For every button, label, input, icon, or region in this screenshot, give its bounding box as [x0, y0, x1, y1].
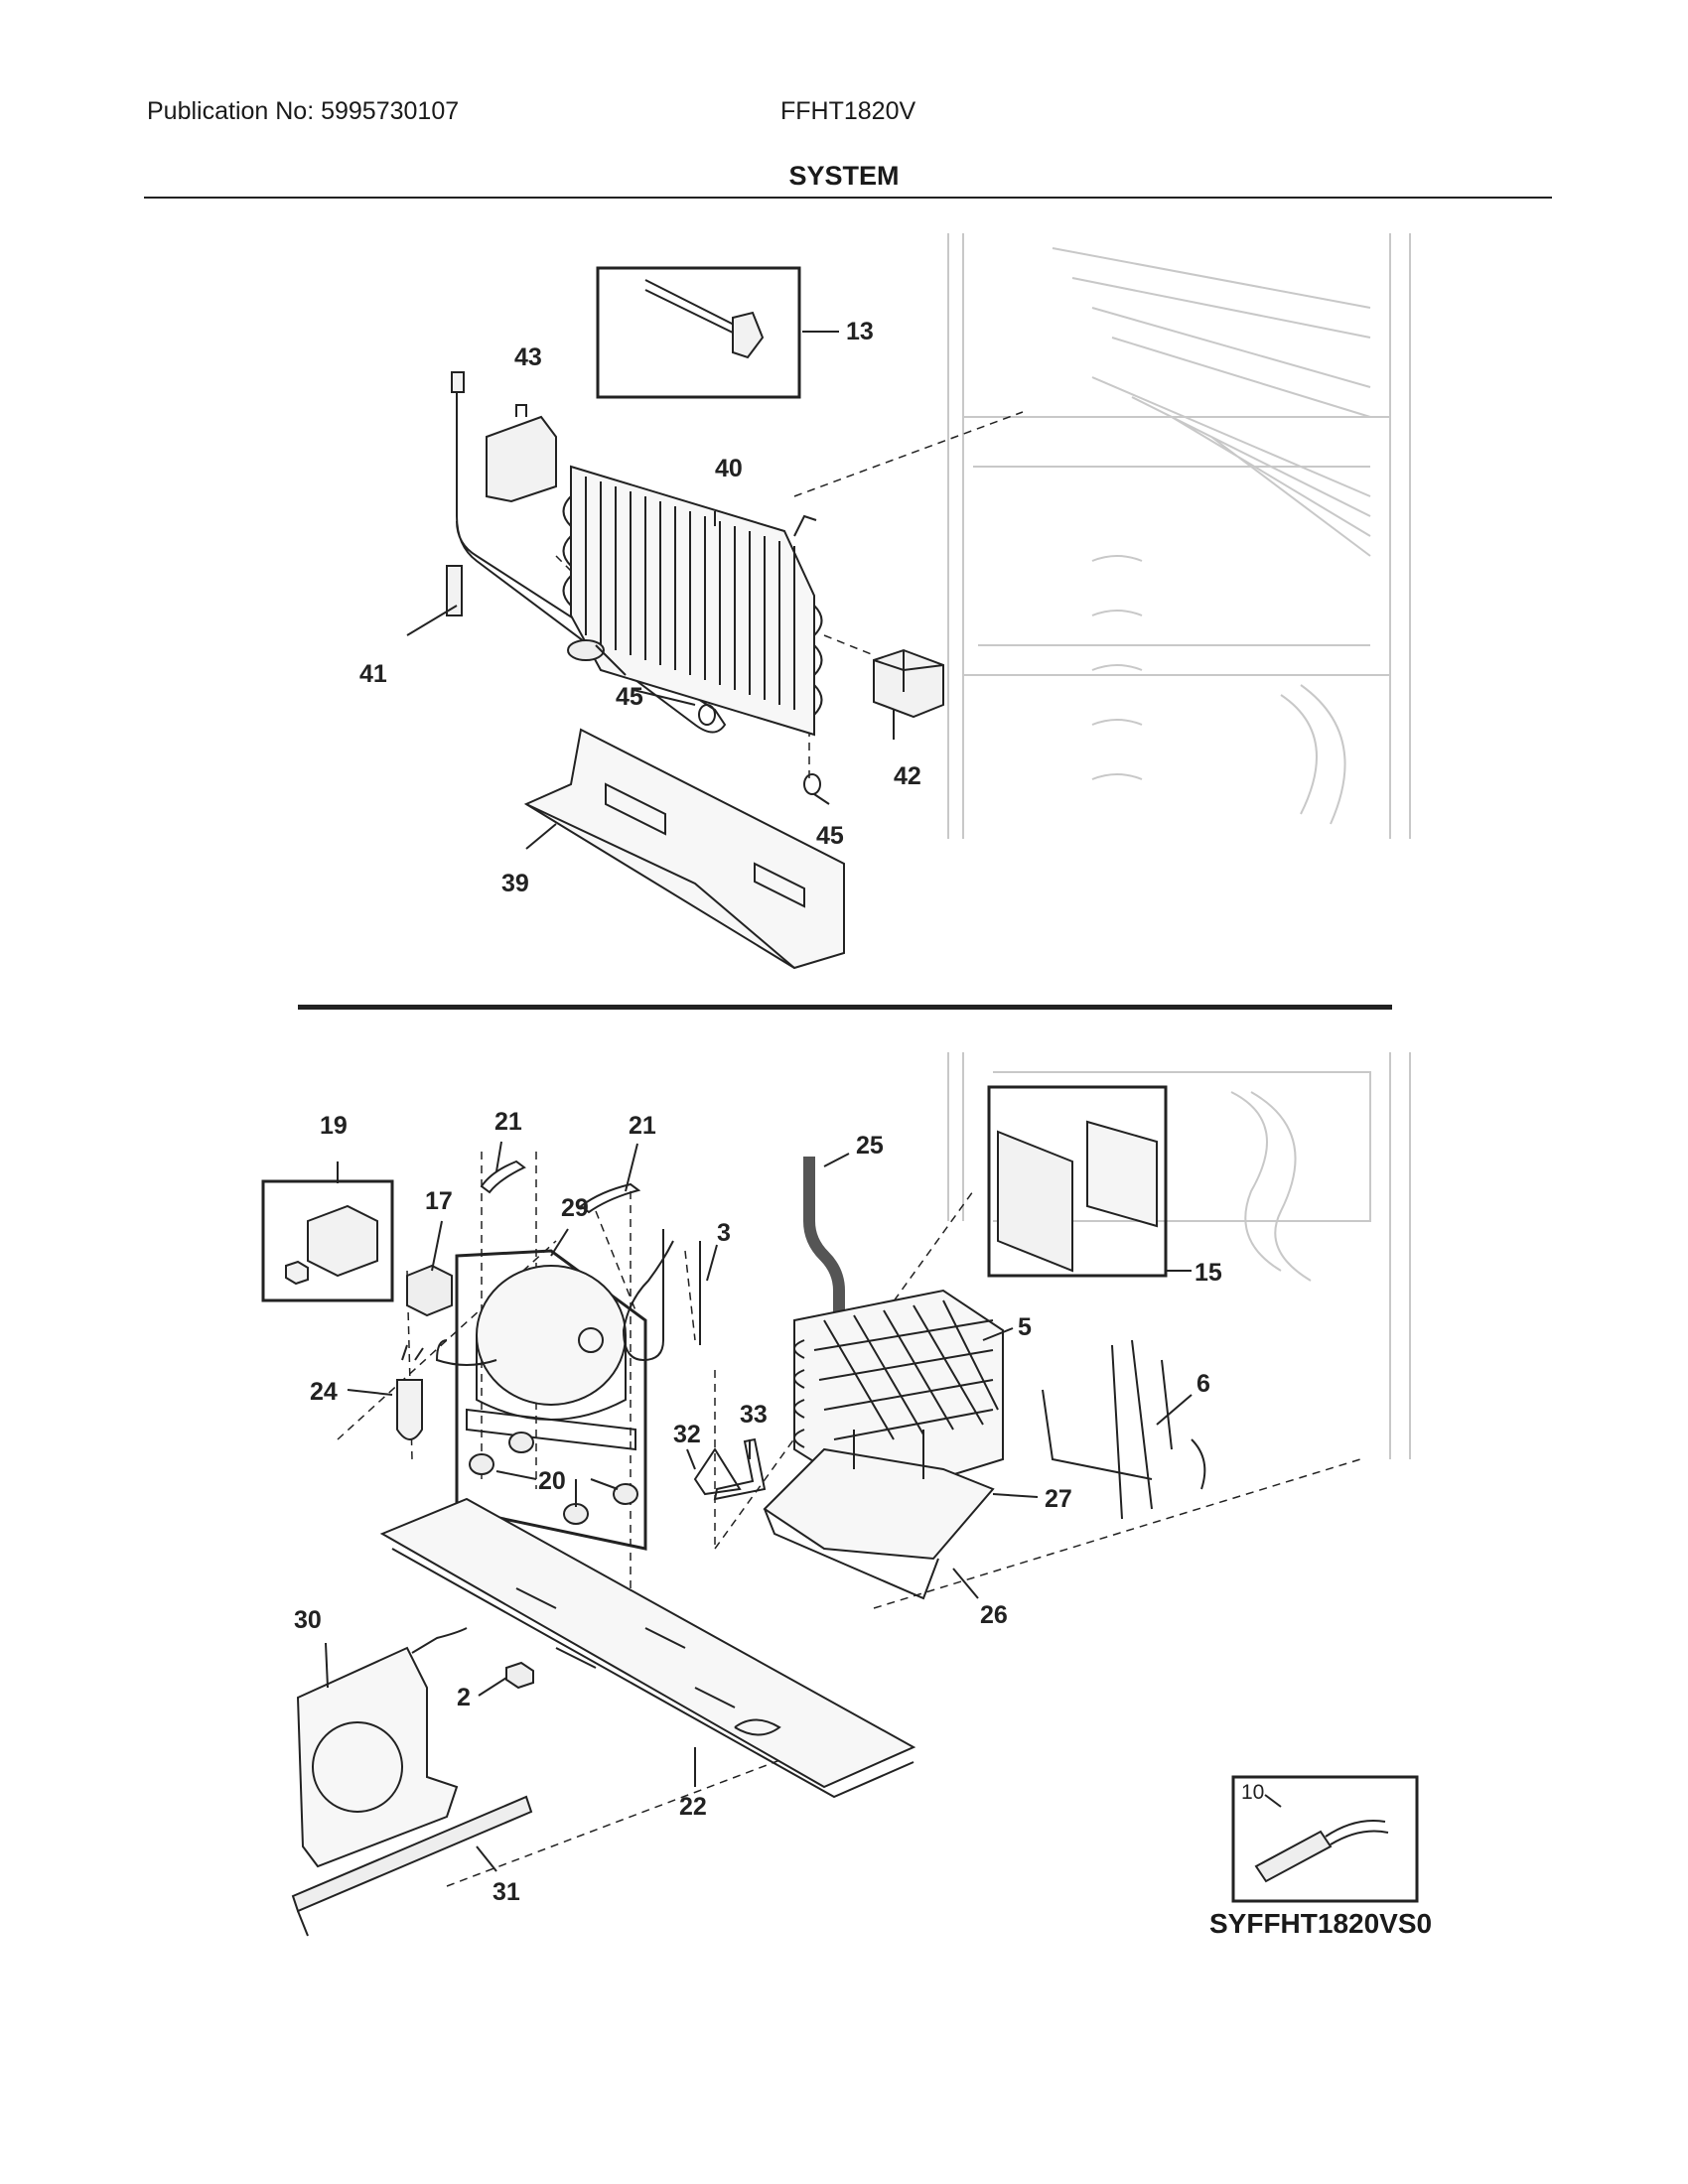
- callout-25: 25: [856, 1132, 884, 1160]
- callout-21-right: 21: [629, 1112, 656, 1140]
- cabinet-rear-ghost: [947, 1052, 1411, 1459]
- callout-21-left: 21: [494, 1108, 522, 1136]
- callout-2: 2: [457, 1684, 471, 1711]
- callout-27: 27: [1045, 1485, 1072, 1513]
- callout-31: 31: [492, 1878, 520, 1906]
- callout-40: 40: [715, 455, 743, 482]
- callout-15: 15: [1195, 1259, 1222, 1287]
- callout-10: 10: [1241, 1781, 1264, 1804]
- callout-33: 33: [740, 1401, 768, 1429]
- callout-19: 19: [320, 1112, 348, 1140]
- callout-45-grommet: 45: [816, 822, 844, 850]
- callout-20: 20: [538, 1467, 566, 1495]
- callout-41: 41: [359, 660, 387, 688]
- callout-24: 24: [310, 1378, 338, 1406]
- callout-13: 13: [846, 318, 874, 345]
- condenser-coil: [793, 1289, 1004, 1501]
- refrigerator-cabinet-ghost: [947, 233, 1411, 839]
- callout-32: 32: [673, 1421, 701, 1448]
- callout-3: 3: [717, 1219, 731, 1247]
- evaporator-coil: [562, 465, 823, 737]
- callout-30: 30: [294, 1606, 322, 1634]
- model-number: FFHT1820V: [780, 97, 916, 125]
- section-title: SYSTEM: [788, 161, 900, 191]
- callout-42: 42: [894, 762, 921, 790]
- callout-22: 22: [679, 1793, 707, 1821]
- callout-6: 6: [1196, 1370, 1210, 1398]
- callout-17: 17: [425, 1187, 453, 1215]
- header-divider: [144, 197, 1552, 199]
- publication-number: Publication No: 5995730107: [147, 97, 460, 125]
- callout-26: 26: [980, 1601, 1008, 1629]
- diagram-code: SYFFHT1820VS0: [1209, 1908, 1433, 1939]
- section-divider: [298, 1005, 1392, 1010]
- callout-29: 29: [561, 1194, 589, 1222]
- callout-45-clip: 45: [616, 683, 643, 711]
- callout-39: 39: [501, 870, 529, 897]
- base-plate: [379, 1497, 916, 1799]
- compressor: [435, 1265, 636, 1451]
- callout-43: 43: [514, 343, 542, 371]
- callout-5: 5: [1018, 1313, 1032, 1341]
